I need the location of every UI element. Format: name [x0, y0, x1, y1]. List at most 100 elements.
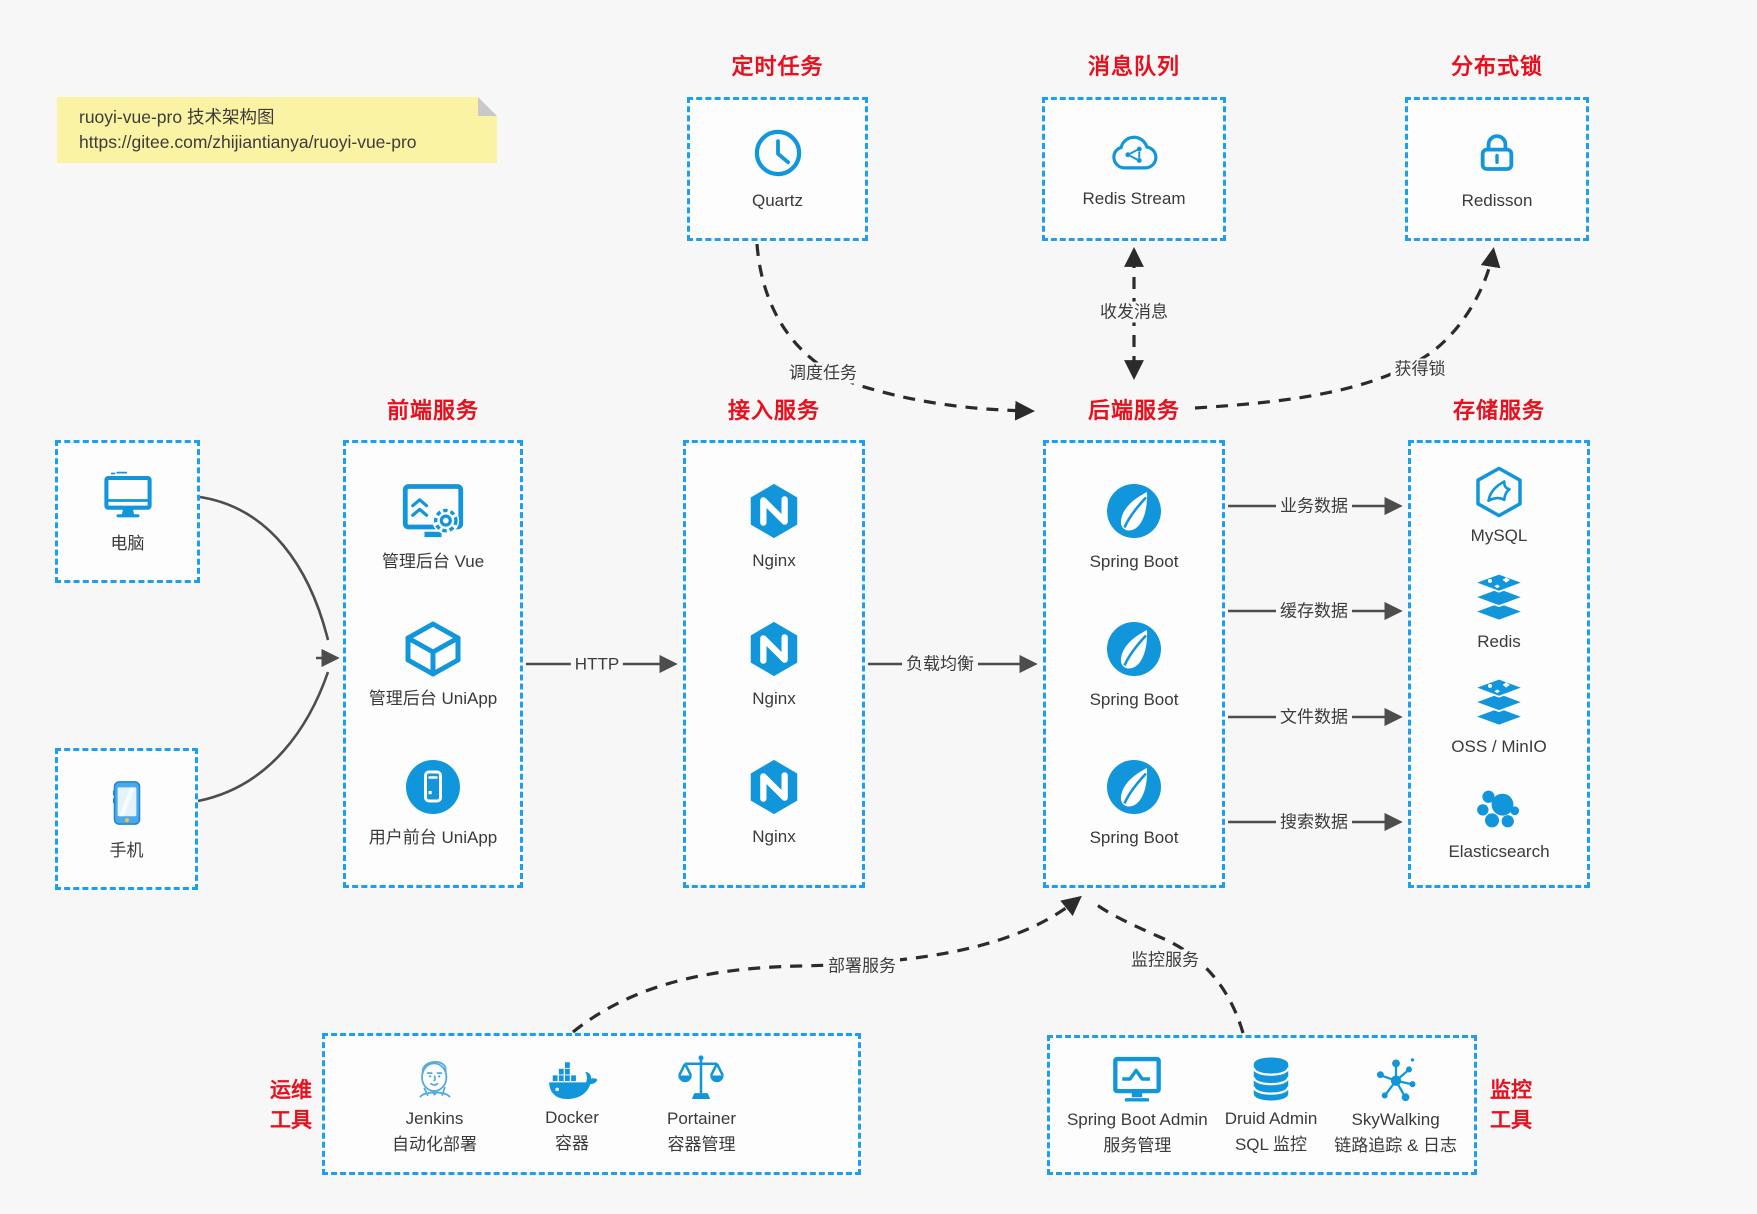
jenkins-icon — [409, 1052, 461, 1104]
sticky-note: ruoyi-vue-pro 技术架构图 https://gitee.com/zh… — [57, 97, 497, 163]
edge-label-deploy: 部署服务 — [824, 955, 900, 977]
docker-item: Docker 容器 — [544, 1053, 600, 1155]
spring-boot-label: Spring Boot — [1089, 690, 1179, 709]
user-uniapp-item: 用户前台 UniApp — [369, 747, 497, 857]
devops-box: Jenkins 自动化部署 Docker 容器 Portainer 容器管理 — [322, 1033, 861, 1175]
spring-boot-item: Spring Boot — [1089, 747, 1179, 857]
mysql-item: MySQL — [1470, 463, 1528, 549]
user-uniapp-label: 用户前台 UniApp — [368, 828, 498, 847]
monitoring-box: Spring Boot Admin 服务管理 Druid Admin SQL 监… — [1047, 1035, 1477, 1175]
skywalking-sublabel: 链路追踪 & 日志 — [1334, 1136, 1458, 1155]
pc-item: 电脑 — [99, 469, 157, 555]
edge-label-acquire-lock: 获得锁 — [1390, 358, 1450, 380]
title-scheduler: 定时任务 — [731, 54, 824, 79]
jenkins-label: Jenkins — [405, 1109, 464, 1128]
pc-label: 电脑 — [110, 533, 145, 553]
edge-label-business-data: 业务数据 — [1276, 495, 1352, 517]
skywalking-label: SkyWalking — [1351, 1110, 1440, 1129]
portainer-icon — [674, 1052, 728, 1104]
cloud-message-icon — [1106, 128, 1162, 178]
jenkins-sublabel: 自动化部署 — [392, 1135, 477, 1154]
mobile-box: 手机 — [55, 748, 198, 890]
title-lock: 分布式锁 — [1450, 54, 1543, 79]
edge-label-message: 收发消息 — [1096, 301, 1172, 323]
frontend-box: 管理后台 Vue 管理后台 UniApp 用户前台 UniApp — [343, 440, 523, 888]
skywalking-item: SkyWalking 链路追踪 & 日志 — [1334, 1053, 1457, 1157]
elasticsearch-label: Elasticsearch — [1448, 841, 1550, 861]
admin-vue-item: 管理后台 Vue — [382, 471, 484, 581]
storage-box: MySQL Redis OSS / MinIO Elasticsearch — [1408, 440, 1590, 888]
redis-label: Redis — [1477, 631, 1521, 651]
lock-icon — [1470, 126, 1524, 180]
mysql-label: MySQL — [1470, 526, 1528, 546]
portainer-label: Portainer — [667, 1109, 736, 1128]
nginx-icon — [743, 618, 805, 680]
edge-label-schedule: 调度任务 — [785, 362, 861, 384]
mobile-label: 手机 — [109, 841, 144, 860]
uniapp-cube-icon — [400, 618, 466, 680]
portainer-sublabel: 容器管理 — [667, 1135, 736, 1154]
edge-label-load-balance: 负载均衡 — [902, 653, 978, 675]
title-mq: 消息队列 — [1087, 54, 1180, 79]
spring-boot-admin-label: Spring Boot Admin — [1066, 1110, 1208, 1129]
spring-boot-admin-icon — [1109, 1053, 1165, 1105]
nginx-item: Nginx — [743, 609, 805, 719]
elasticsearch-item: Elasticsearch — [1448, 779, 1550, 865]
edge-label-monitor: 监控服务 — [1127, 949, 1203, 971]
spring-boot-item: Spring Boot — [1089, 609, 1179, 719]
docker-sublabel: 容器 — [555, 1134, 589, 1153]
redis-stream-label: Redis Stream — [1082, 189, 1186, 208]
note-url: https://gitee.com/zhijiantianya/ruoyi-vu… — [79, 132, 417, 152]
redis-stream-item: Redis Stream — [1082, 128, 1186, 210]
nginx-icon — [743, 756, 805, 818]
title-gateway: 接入服务 — [727, 398, 820, 423]
clock-icon — [751, 126, 805, 180]
oss-minio-label: OSS / MinIO — [1451, 737, 1547, 757]
nginx-icon — [743, 480, 805, 542]
spring-boot-label: Spring Boot — [1089, 552, 1179, 571]
mysql-icon — [1471, 464, 1527, 520]
gateway-box: Nginx Nginx Nginx — [683, 440, 865, 888]
admin-uniapp-label: 管理后台 UniApp — [368, 689, 498, 708]
quartz-item: Quartz — [751, 126, 805, 212]
docker-icon — [544, 1053, 600, 1103]
druid-label: Druid Admin — [1224, 1109, 1318, 1128]
edge-label-http: HTTP — [570, 653, 624, 675]
smartphone-icon — [102, 776, 152, 830]
edge-label-cache-data: 缓存数据 — [1276, 600, 1352, 622]
jenkins-item: Jenkins 自动化部署 — [392, 1052, 477, 1156]
skywalking-icon — [1370, 1053, 1422, 1105]
edge-label-search-data: 搜索数据 — [1276, 811, 1352, 833]
docker-label: Docker — [545, 1108, 599, 1127]
scheduler-box: Quartz — [687, 97, 868, 241]
spring-boot-admin-item: Spring Boot Admin 服务管理 — [1067, 1053, 1208, 1157]
title-storage: 存储服务 — [1452, 398, 1545, 423]
spring-boot-icon — [1102, 617, 1166, 681]
nginx-label: Nginx — [752, 689, 796, 708]
redis-icon — [1470, 570, 1528, 626]
druid-icon — [1246, 1054, 1296, 1104]
redisson-label: Redisson — [1461, 191, 1533, 210]
spring-boot-label: Spring Boot — [1089, 828, 1179, 847]
admin-uniapp-item: 管理后台 UniApp — [369, 609, 497, 719]
user-app-icon — [401, 755, 465, 819]
spring-boot-admin-sublabel: 服务管理 — [1103, 1136, 1172, 1155]
nginx-item: Nginx — [743, 747, 805, 857]
desktop-icon — [99, 469, 157, 523]
spring-boot-icon — [1102, 479, 1166, 543]
title-monitoring: 监控 工具 — [1490, 1079, 1532, 1132]
backend-box: Spring Boot Spring Boot Spring Boot — [1043, 440, 1225, 888]
mobile-item: 手机 — [102, 776, 152, 862]
redis-item: Redis — [1470, 568, 1528, 654]
elasticsearch-icon — [1471, 782, 1527, 836]
quartz-label: Quartz — [751, 191, 804, 210]
admin-vue-icon — [398, 479, 468, 543]
spring-boot-icon — [1102, 755, 1166, 819]
druid-item: Druid Admin SQL 监控 — [1224, 1054, 1318, 1156]
nginx-label: Nginx — [752, 551, 796, 570]
pc-box: 电脑 — [55, 440, 200, 583]
oss-minio-item: OSS / MinIO — [1451, 674, 1547, 760]
portainer-item: Portainer 容器管理 — [667, 1052, 736, 1156]
nginx-item: Nginx — [743, 471, 805, 581]
